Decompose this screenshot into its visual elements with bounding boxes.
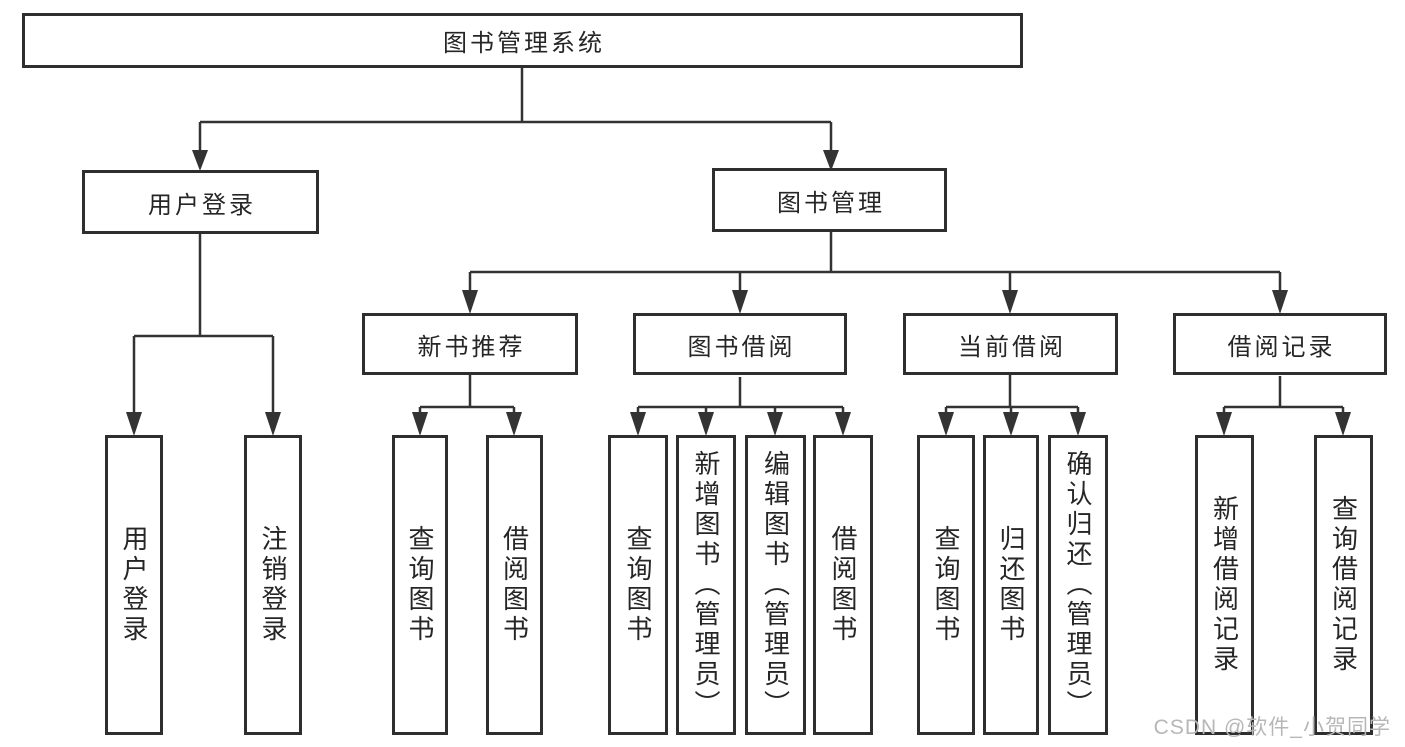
node-user-login: 用户登录 xyxy=(82,170,319,234)
leaf-add-book-admin: 新增图书（管理员） xyxy=(676,435,736,735)
leaf-query-book-1: 查询图书 xyxy=(392,435,448,735)
leaf-edit-book-admin: 编辑图书（管理员） xyxy=(745,435,806,735)
csdn-watermark: CSDN @软件_小贺同学 xyxy=(1153,716,1391,739)
arrowheads xyxy=(126,150,1351,436)
leaf-confirm-return-admin: 确认归还（管理员） xyxy=(1048,435,1108,735)
leaf-borrow-book-2: 借阅图书 xyxy=(813,435,873,735)
leaf-user-login: 用户登录 xyxy=(105,435,163,735)
node-book-mgmt: 图书管理 xyxy=(712,168,947,232)
leaf-query-book-3: 查询图书 xyxy=(917,435,975,735)
leaf-add-borrow-record: 新增借阅记录 xyxy=(1195,435,1254,735)
node-new-book-rec: 新书推荐 xyxy=(362,313,578,375)
node-book-borrow: 图书借阅 xyxy=(633,313,847,375)
leaf-query-borrow-record: 查询借阅记录 xyxy=(1314,435,1373,735)
leaf-borrow-book-1: 借阅图书 xyxy=(486,435,543,735)
leaf-logout-login: 注销登录 xyxy=(244,435,302,735)
leaf-return-book: 归还图书 xyxy=(983,435,1039,735)
leaf-query-book-2: 查询图书 xyxy=(608,435,668,735)
node-root: 图书管理系统 xyxy=(22,13,1023,68)
node-current-borrow: 当前借阅 xyxy=(903,313,1118,375)
node-borrow-record: 借阅记录 xyxy=(1173,313,1387,375)
